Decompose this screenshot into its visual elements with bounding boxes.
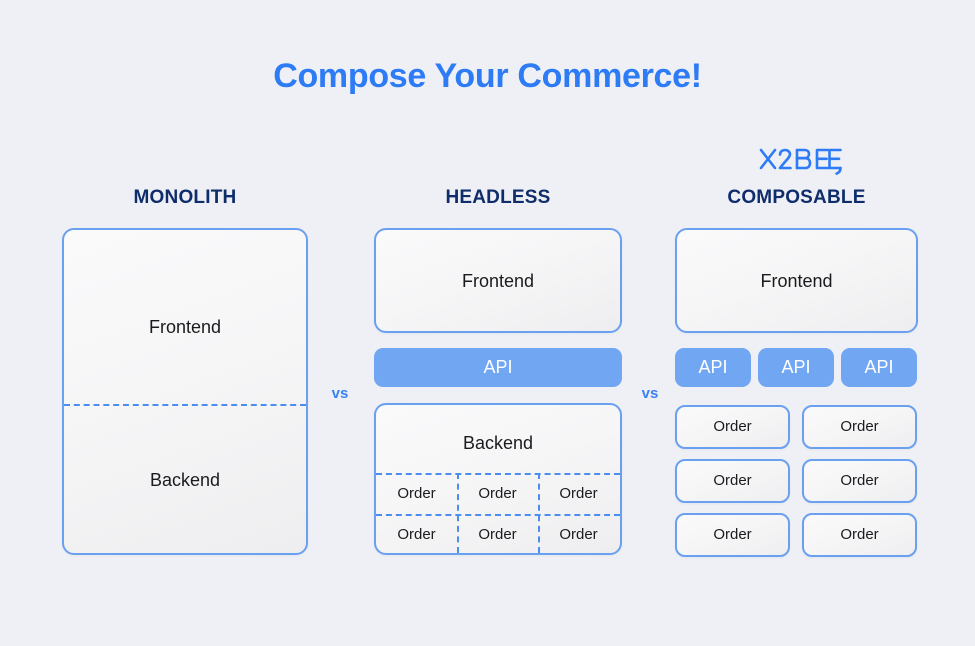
composable-order-box: Order xyxy=(802,405,917,449)
headless-order-grid: Order Order Order Order Order Order xyxy=(376,473,620,553)
monolith-stack-box: Frontend Backend xyxy=(62,228,308,555)
headless-backend-box: Backend Order Order Order Order Order Or… xyxy=(374,403,622,555)
headless-api-bar: API xyxy=(374,348,622,387)
monolith-backend-label: Backend xyxy=(149,470,221,490)
composable-order-box: Order xyxy=(802,513,917,557)
column-header-headless: HEADLESS xyxy=(445,187,551,208)
vs-separator-2: vs xyxy=(641,385,659,402)
page-title: Compose Your Commerce! xyxy=(273,57,702,95)
composable-order-label: Order xyxy=(840,418,879,435)
composable-order-box: Order xyxy=(675,405,790,449)
headless-grid-hline-1 xyxy=(376,473,620,475)
composable-order-label: Order xyxy=(840,472,879,489)
headless-frontend-box: Frontend xyxy=(374,228,622,333)
composable-order-box: Order xyxy=(675,459,790,503)
composable-order-label: Order xyxy=(840,526,879,543)
headless-order-cell: Order xyxy=(478,485,517,502)
headless-order-cell: Order xyxy=(397,526,436,543)
composable-api-pill: API xyxy=(675,348,751,387)
headless-grid-vline-1 xyxy=(457,473,459,553)
composable-api-pill: API xyxy=(758,348,834,387)
headless-order-cell: Order xyxy=(478,526,517,543)
headless-frontend-label: Frontend xyxy=(461,271,535,291)
composable-frontend-label: Frontend xyxy=(760,271,833,291)
composable-order-box: Order xyxy=(802,459,917,503)
composable-order-label: Order xyxy=(713,526,752,543)
column-header-monolith: MONOLITH xyxy=(133,187,237,208)
headless-order-cell: Order xyxy=(397,485,436,502)
column-header-composable: COMPOSABLE xyxy=(727,187,866,208)
headless-order-cell: Order xyxy=(559,526,598,543)
headless-grid-vline-2 xyxy=(538,473,540,553)
vs-separator-1: vs xyxy=(331,385,349,402)
monolith-frontend-label: Frontend xyxy=(148,317,222,337)
headless-grid-hline-2 xyxy=(376,514,620,516)
composable-order-box: Order xyxy=(675,513,790,557)
headless-backend-label: Backend xyxy=(462,433,534,453)
composable-frontend-box: Frontend xyxy=(675,228,918,333)
composable-order-label: Order xyxy=(713,472,752,489)
headless-order-cell: Order xyxy=(559,485,598,502)
composable-api-pill: API xyxy=(841,348,917,387)
monolith-divider xyxy=(64,404,306,406)
composable-order-label: Order xyxy=(713,418,752,435)
x2bee-logo xyxy=(758,143,842,175)
